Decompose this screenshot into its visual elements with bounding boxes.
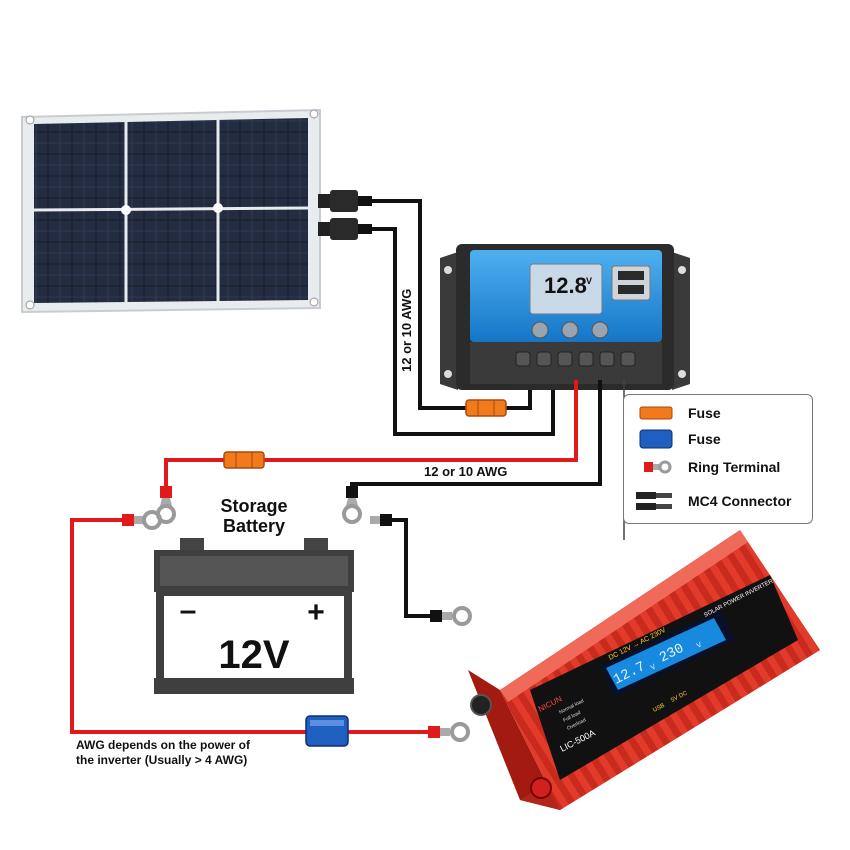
ring-terminal-red-side (122, 510, 162, 530)
red-wire-left-side (70, 518, 430, 734)
vertical-awg-label: 12 or 10 AWG (399, 289, 414, 372)
legend-item-blue-fuse: Fuse (624, 427, 812, 451)
legend-item-orange-fuse: Fuse (624, 401, 812, 425)
mc4-connector-icon (636, 492, 672, 510)
orange-fuse-icon (639, 406, 673, 420)
controller-display-value: 12.8 (544, 273, 587, 298)
ring-terminal-icon (644, 460, 672, 474)
battery-plus-sign: + (307, 596, 325, 629)
mc4-connector-top (318, 190, 372, 212)
ring-terminal-black-top (342, 486, 362, 524)
solar-panel (21, 108, 321, 314)
orange-fuse-panel-line (465, 399, 507, 417)
charge-controller (440, 244, 690, 390)
legend: Fuse Fuse Ring Terminal MC4 Connector (623, 394, 813, 524)
inverter-awg-note-line2: the inverter (Usually > 4 AWG) (76, 753, 247, 767)
battery-title-line2: Battery (223, 516, 285, 536)
legend-item-mc4-connector: MC4 Connector (624, 489, 812, 513)
mc4-connector-bottom (318, 218, 372, 240)
blue-fuse-inverter-line (305, 715, 349, 747)
inverter-usb-label: USB (652, 703, 666, 714)
legend-label-ring-terminal: Ring Terminal (688, 459, 781, 475)
power-inverter (468, 530, 820, 810)
inverter-display-ac-unit: V (696, 641, 704, 650)
legend-item-ring-terminal: Ring Terminal (624, 455, 812, 479)
battery-minus-sign: – (180, 594, 197, 627)
ring-terminal-black-side (370, 514, 394, 526)
legend-label-orange-fuse: Fuse (688, 405, 721, 421)
black-wire-to-inverter (394, 518, 432, 618)
controller-to-battery-red-wire (164, 380, 578, 488)
storage-battery (154, 538, 354, 694)
ring-terminal-black-inverter (430, 606, 472, 626)
battery-voltage: 12V (218, 633, 289, 677)
horizontal-awg-label: 12 or 10 AWG (424, 464, 507, 479)
inverter-awg-note-line1: AWG depends on the power of (76, 738, 251, 752)
legend-label-mc4-connector: MC4 Connector (688, 493, 792, 509)
battery-title-line1: Storage (220, 496, 287, 516)
legend-label-blue-fuse: Fuse (688, 431, 721, 447)
inverter-display-volts-unit: V (650, 663, 658, 672)
orange-fuse-battery-line (223, 451, 265, 469)
ring-terminal-red-inverter (428, 722, 470, 742)
blue-fuse-icon (639, 429, 673, 449)
controller-display-unit: V (586, 276, 592, 286)
